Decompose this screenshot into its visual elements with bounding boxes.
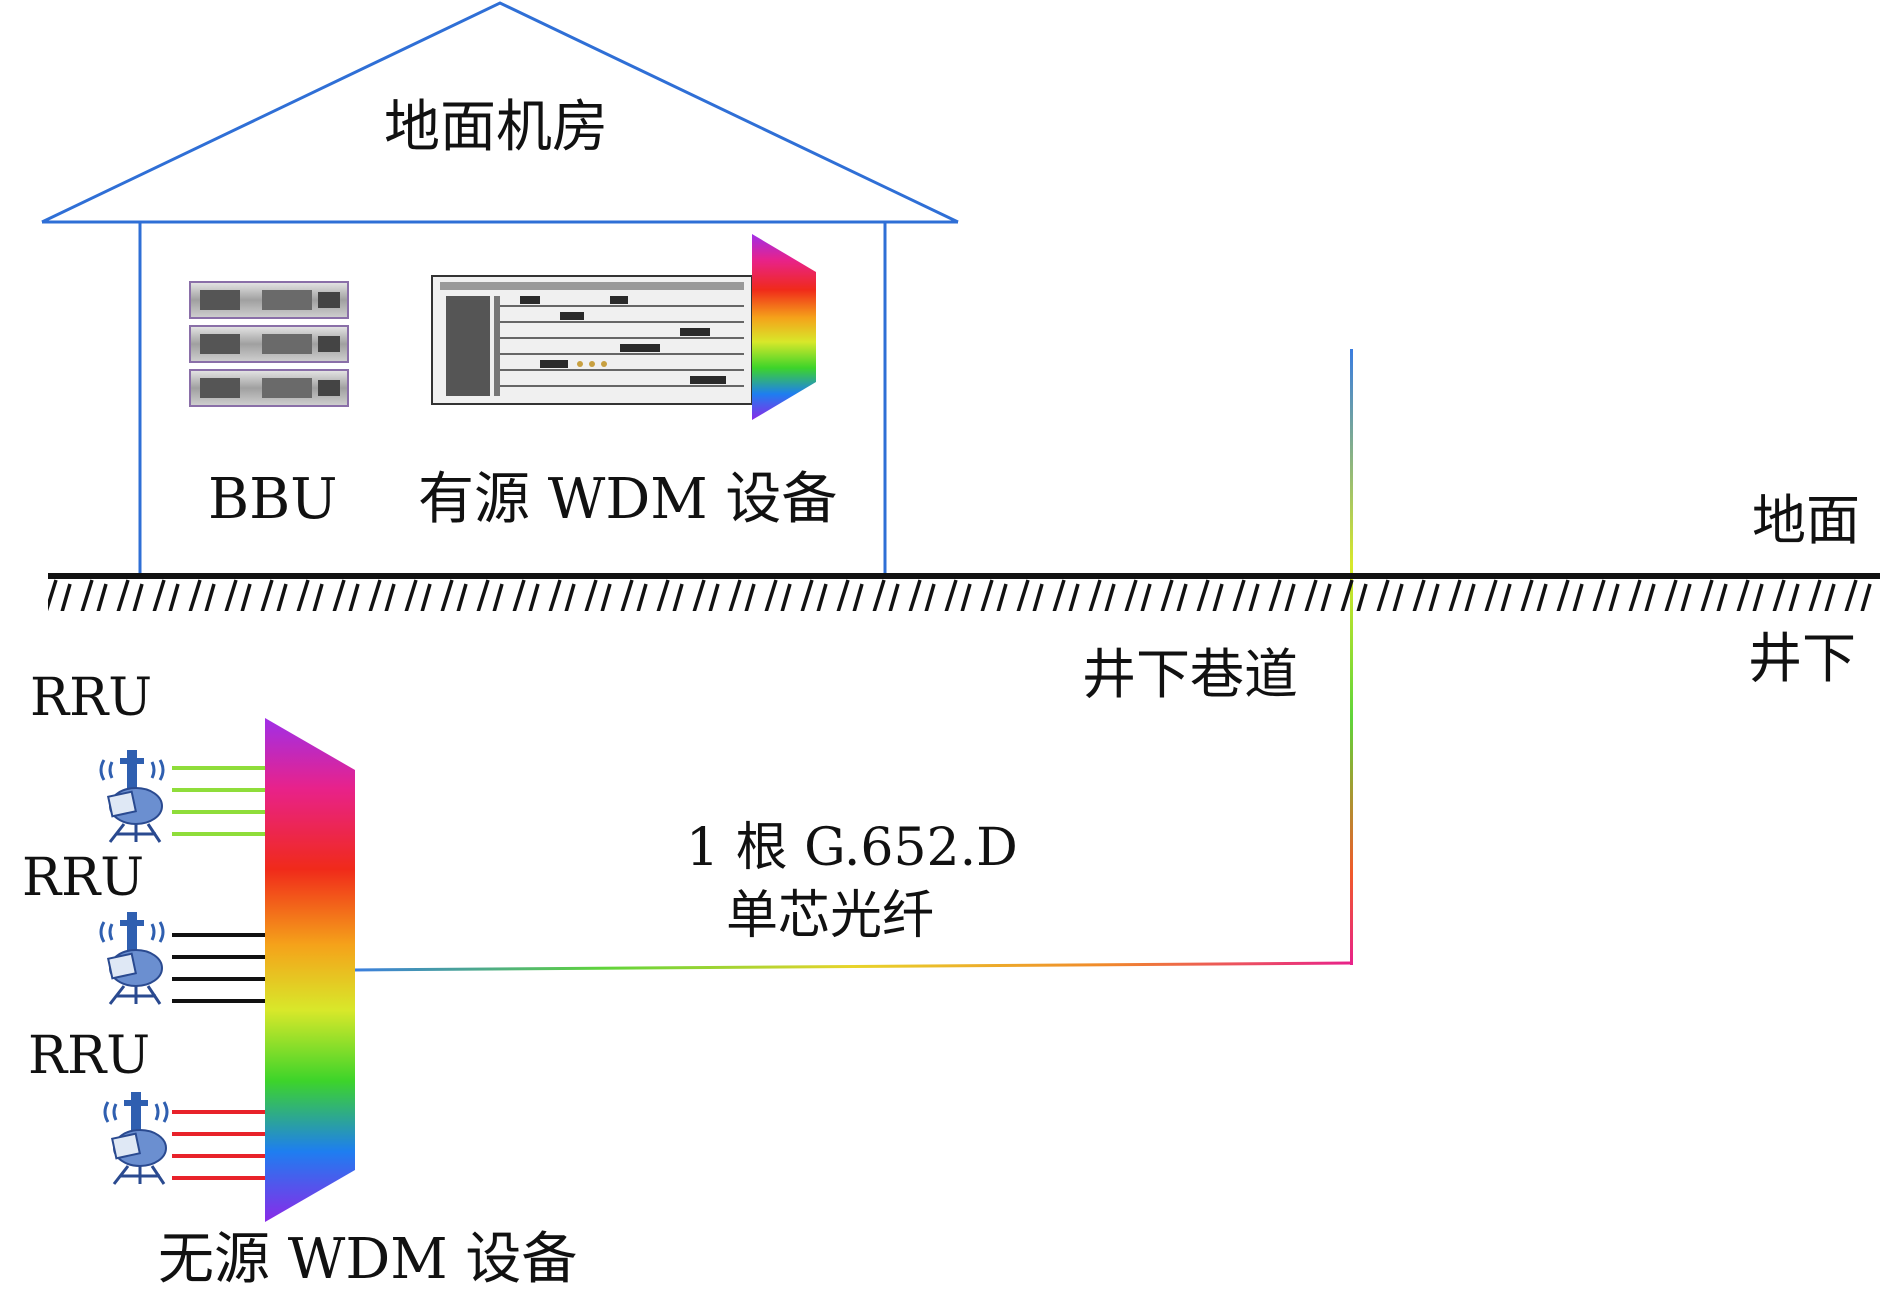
wdm-chassis-icon <box>431 275 753 405</box>
building-label: 地面机房 <box>384 95 608 160</box>
fiber-label-line1: 1 根 G.652.D <box>686 818 1018 878</box>
bbu-label: BBU <box>208 467 338 532</box>
bbu-unit <box>189 325 349 363</box>
rru-label: RRU <box>30 668 153 728</box>
tunnel-label: 井下巷道 <box>1082 643 1298 706</box>
rru-antenna-icon <box>99 912 165 1005</box>
passive-wdm-label: 无源 WDM 设备 <box>158 1227 578 1292</box>
rru-fibers-black <box>172 933 265 1003</box>
rru-label: RRU <box>22 848 145 908</box>
building-roof <box>41 1 959 224</box>
ground-label: 地面 <box>1752 489 1860 552</box>
building <box>41 1 959 574</box>
bbu-rack-icon <box>189 281 349 407</box>
bbu-unit <box>189 369 349 407</box>
rru-label: RRU <box>28 1026 151 1086</box>
fiber-label-line2: 单芯光纤 <box>726 886 935 946</box>
rru-fibers-red <box>172 1110 265 1180</box>
underground-label: 井下 <box>1748 627 1856 690</box>
ground-line <box>48 573 1880 611</box>
rru-antenna-icon <box>103 1092 169 1185</box>
rru-fibers-green <box>172 766 265 836</box>
bbu-unit <box>189 281 349 319</box>
rru-antenna-icon <box>99 750 165 843</box>
single-fiber <box>352 347 1353 972</box>
passive-wdm-spectrum <box>265 718 355 1222</box>
active-wdm-spectrum <box>752 234 816 420</box>
active-wdm-label: 有源 WDM 设备 <box>418 467 838 532</box>
